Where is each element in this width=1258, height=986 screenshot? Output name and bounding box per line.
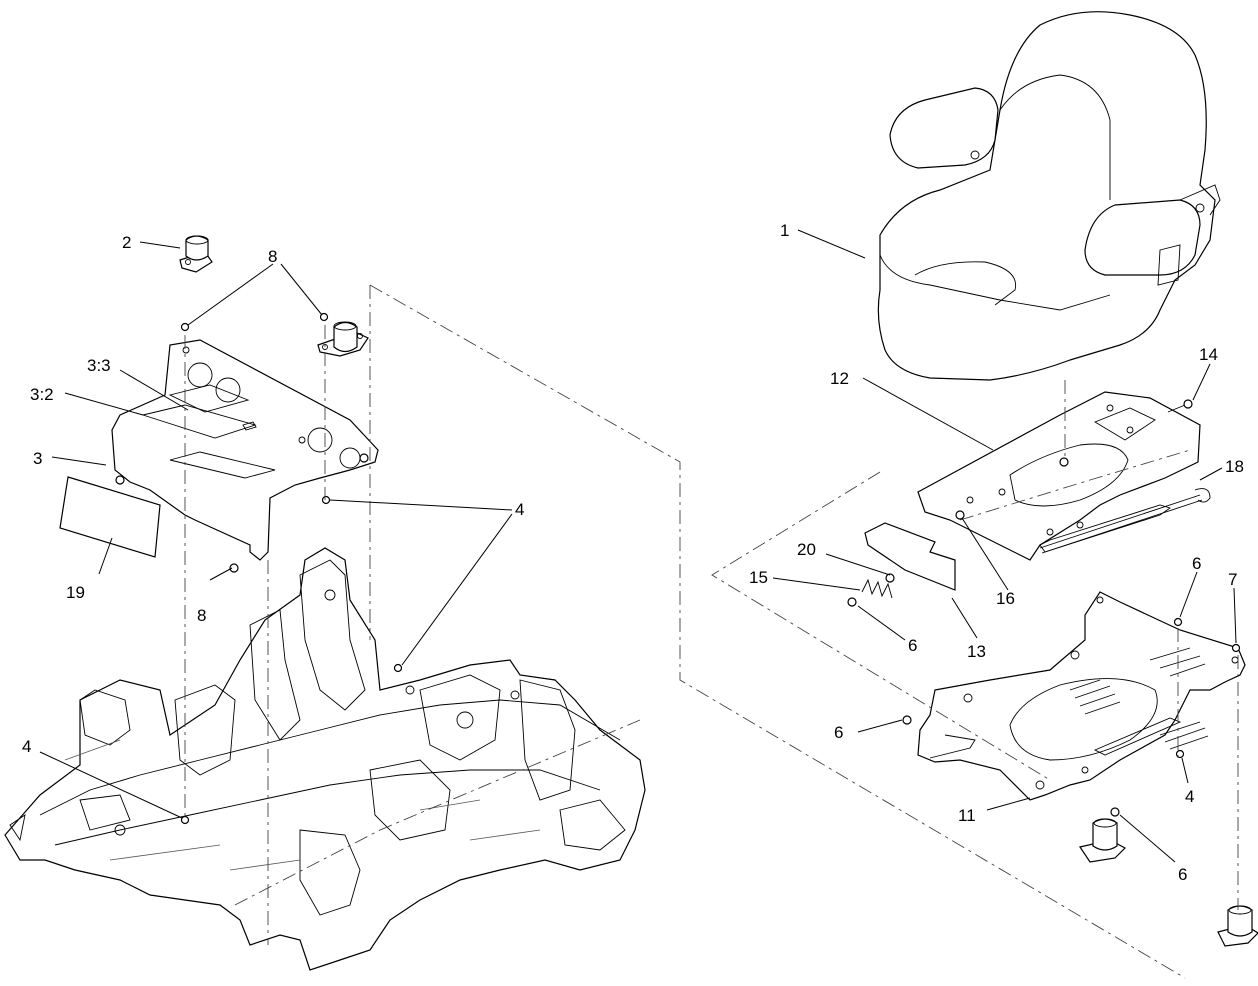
callout-8-top: 8	[268, 247, 277, 266]
callout-6-left: 6	[834, 723, 843, 742]
seat-plate-12	[917, 391, 1201, 561]
rod-18	[1039, 488, 1211, 554]
decal-3-3	[168, 384, 250, 413]
callout-4-upper: 4	[515, 500, 524, 519]
callout-12: 12	[830, 369, 849, 388]
spring-15	[847, 573, 895, 607]
centerlines-right	[711, 380, 1239, 910]
frame-assembly	[4, 547, 646, 971]
bracket-13	[864, 522, 956, 591]
bolts-right	[955, 399, 1193, 520]
callout-7: 7	[1228, 570, 1237, 589]
callout-4-left: 4	[22, 737, 31, 756]
callout-15: 15	[749, 568, 768, 587]
callout-8-bottom: 8	[197, 606, 206, 625]
callout-labels: 1 2 3 3:2 3:3 4 4 4 6 6 6 6 7 8 8 11 12 …	[22, 221, 1244, 884]
lower-plate-11	[917, 591, 1246, 801]
callout-6-spring: 6	[908, 636, 917, 655]
callout-20: 20	[797, 540, 816, 559]
callout-6-bottom: 6	[1178, 865, 1187, 884]
hardware-right	[902, 617, 1241, 817]
callout-3: 3	[33, 449, 42, 468]
callout-11: 11	[958, 806, 976, 825]
callout-16: 16	[996, 589, 1015, 608]
callout-3-2: 3:2	[30, 385, 54, 404]
callout-19: 19	[66, 583, 85, 602]
callout-14: 14	[1199, 345, 1218, 364]
mount-plate-3	[111, 339, 379, 561]
callout-4-right: 4	[1185, 787, 1194, 806]
callout-6-top: 6	[1192, 554, 1201, 573]
isolator-mount-upper	[317, 321, 369, 357]
callout-1: 1	[780, 221, 789, 240]
seat-1	[877, 11, 1221, 381]
hardware-left	[115, 312, 403, 825]
isolator-mount-2	[179, 235, 213, 273]
callout-3-3: 3:3	[87, 356, 111, 375]
isolator-mount-right-2	[1217, 905, 1258, 947]
isolator-mount-right-1	[1079, 818, 1126, 863]
callout-2: 2	[122, 233, 131, 252]
centerlines-left	[184, 284, 1186, 979]
leader-lines	[39, 229, 1237, 863]
callout-13: 13	[967, 642, 986, 661]
callout-18: 18	[1225, 457, 1244, 476]
decal-19	[59, 476, 161, 558]
